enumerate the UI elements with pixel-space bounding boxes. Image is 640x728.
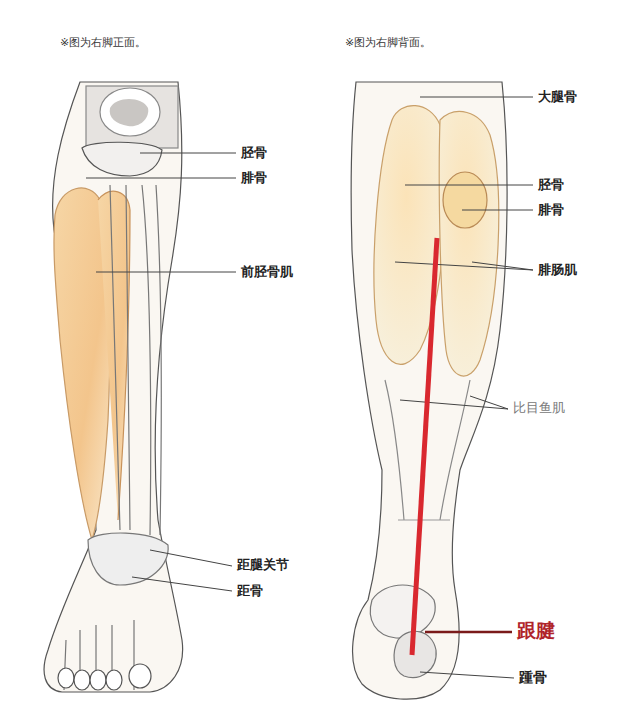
front-leg bbox=[44, 82, 183, 692]
part-name: 大腿骨 bbox=[538, 89, 577, 105]
part-name: 腓骨 bbox=[241, 170, 267, 186]
back-leg bbox=[351, 82, 507, 699]
part-name: 腓骨 bbox=[538, 202, 564, 218]
part-name: 踵骨 bbox=[519, 669, 547, 686]
tendon-highlight bbox=[412, 238, 437, 655]
leader-lines bbox=[86, 97, 533, 678]
part-name: 前胫骨肌 bbox=[241, 264, 293, 280]
part-name: 距腿关节 bbox=[237, 557, 289, 573]
highlight-label: 跟腱 bbox=[517, 619, 555, 642]
part-name: 腓肠肌 bbox=[538, 262, 577, 278]
part-name: 胫骨 bbox=[241, 145, 267, 161]
leader-line bbox=[425, 631, 512, 634]
note: ※图为右脚背面。 bbox=[345, 36, 431, 49]
part-name: 胫骨 bbox=[538, 177, 564, 193]
note: ※图为右脚正面。 bbox=[60, 36, 146, 49]
part-name: 距骨 bbox=[237, 583, 263, 599]
part-name: 比目鱼肌 bbox=[513, 400, 565, 416]
